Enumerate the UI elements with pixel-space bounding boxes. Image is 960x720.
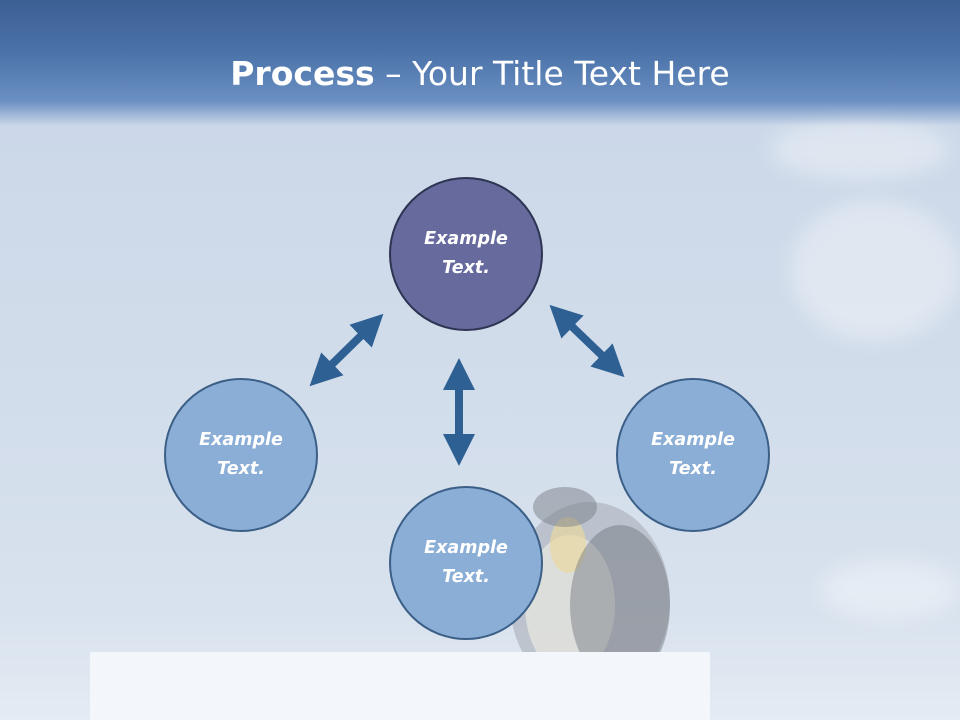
node-label-line1: Example <box>424 229 508 249</box>
node-label-line2: Text. <box>442 567 490 587</box>
node-label-line1: Example <box>651 430 735 450</box>
cloud <box>820 560 960 620</box>
node-label-line2: Text. <box>669 459 717 479</box>
double-headed-arrow-icon <box>549 304 625 378</box>
node-label-line1: Example <box>199 430 283 450</box>
node-label-line2: Text. <box>442 258 490 278</box>
title-bar <box>0 0 960 126</box>
double-headed-arrow-icon <box>309 313 384 387</box>
cloud <box>790 200 960 340</box>
penguin-image <box>510 487 670 685</box>
cloud <box>770 120 950 180</box>
title-bold: Process <box>230 54 375 93</box>
title-rest: – Your Title Text Here <box>374 54 730 93</box>
text-panel <box>90 652 710 720</box>
slide-title: Process – Your Title Text Here <box>0 52 960 96</box>
node-label-line2: Text. <box>217 459 265 479</box>
node-label-line1: Example <box>424 538 508 558</box>
